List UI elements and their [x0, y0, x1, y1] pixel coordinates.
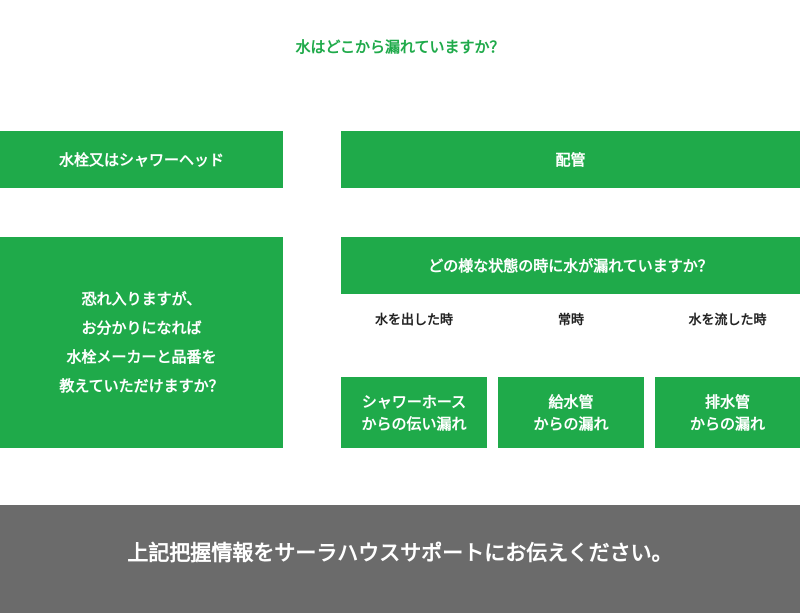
shower-hose-line-2: からの伝い漏れ: [361, 414, 467, 433]
drain-pipe-line-2: からの漏れ: [689, 414, 765, 433]
supply-pipe-line-1: 給水管: [548, 392, 594, 411]
faucet-or-showerhead-box: 水栓又はシャワーヘッド: [0, 131, 283, 188]
footer-banner: 上記把握情報をサーラハウスサポートにお伝えください。: [0, 505, 800, 613]
request-line-3: 水栓メーカーと品番を: [66, 347, 217, 366]
leak-condition-question-box: どの様な状態の時に水が漏れていますか？: [341, 237, 800, 294]
drain-pipe-leak-box: 排水管 からの漏れ: [655, 377, 800, 448]
drain-pipe-line-1: 排水管: [704, 392, 750, 411]
manufacturer-request-box: 恐れ入りますが、 お分かりになれば 水栓メーカーと品番を 教えていただけますか？: [0, 237, 283, 448]
supply-pipe-line-2: からの漏れ: [533, 414, 609, 433]
shower-hose-leak-box: シャワーホース からの伝い漏れ: [341, 377, 487, 448]
supply-pipe-leak-box: 給水管 からの漏れ: [498, 377, 644, 448]
request-line-4: 教えていただけますか？: [59, 376, 224, 395]
piping-box: 配管: [341, 131, 800, 188]
state-label-always: 常時: [557, 313, 584, 328]
request-line-2: お分かりになれば: [81, 318, 202, 337]
request-line-1: 恐れ入りますが、: [81, 289, 202, 308]
main-question: 水はどこから漏れていますか？: [295, 38, 505, 56]
state-label-water-flow: 水を流した時: [688, 313, 767, 328]
state-label-water-out: 水を出した時: [374, 313, 453, 328]
shower-hose-line-1: シャワーホース: [361, 392, 467, 411]
